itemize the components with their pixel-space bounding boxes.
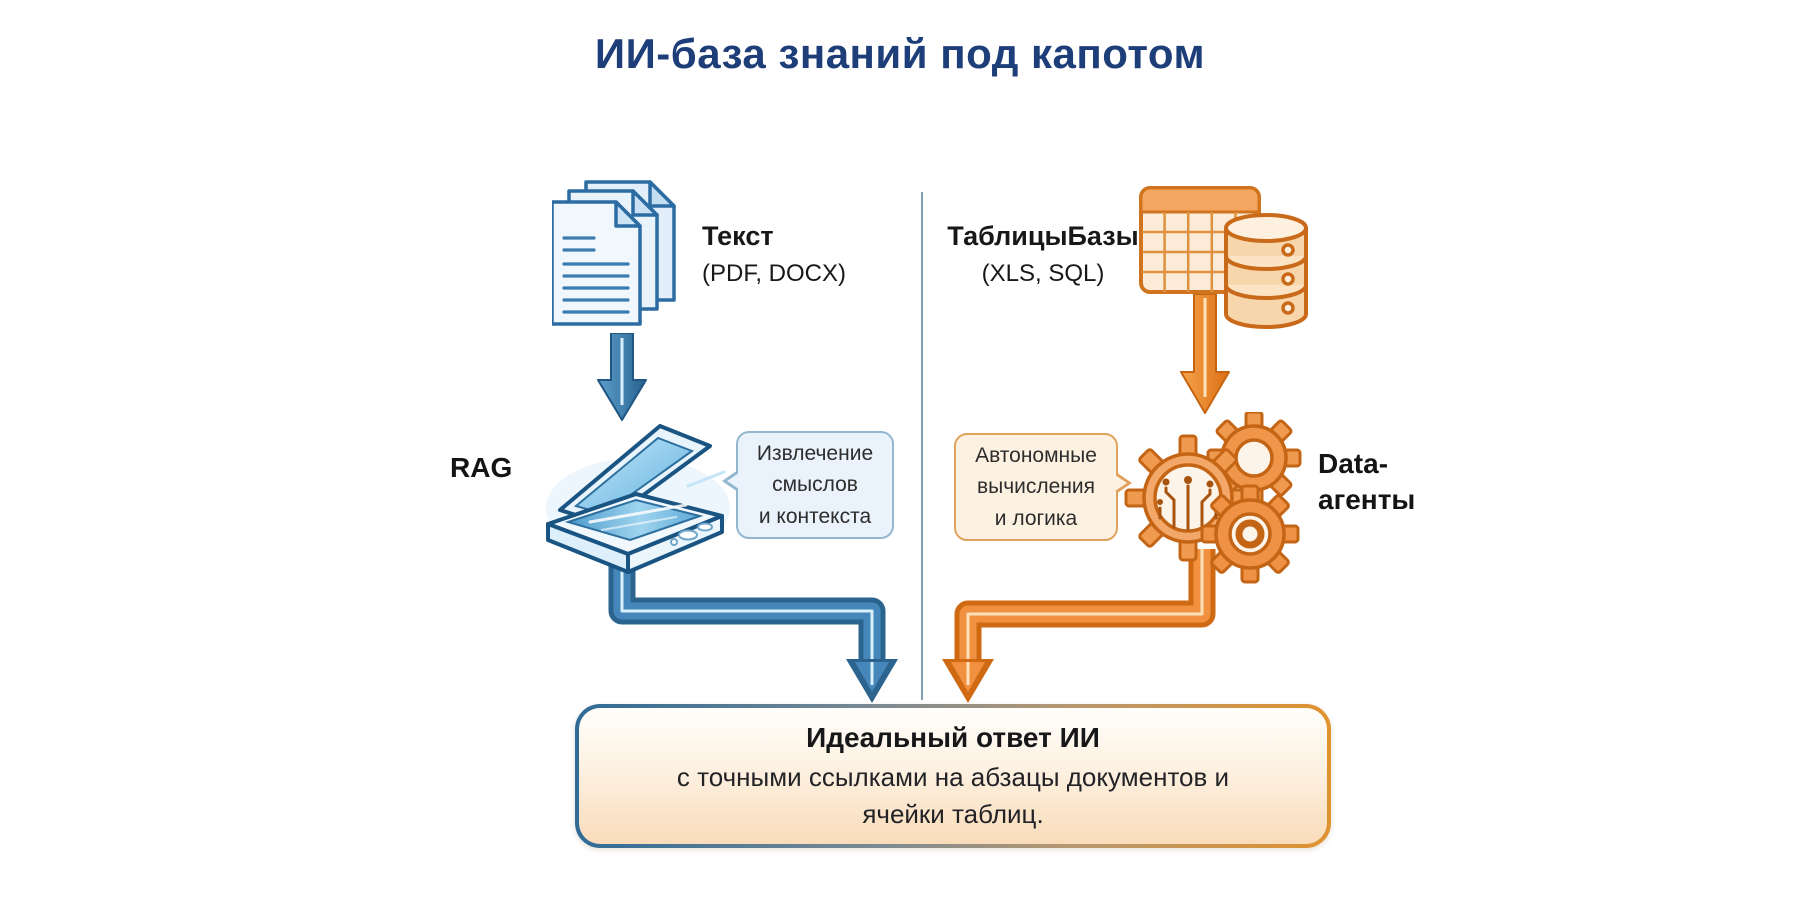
bubble-line: Извлечение [756,441,874,465]
result-line: с точными ссылками на абзацы документов … [676,761,1230,792]
bubble-line: смыслов [772,473,858,497]
bubble-line: и контекста [758,504,872,528]
result-box-inner: Идеальный ответ ИИ с точными ссылками на… [579,708,1327,844]
text-source-label: Текст (PDF, DOCX) [702,220,846,290]
rag-label: RAG [450,452,513,483]
computation-bubble: Автономные вычисления и логика [954,433,1132,541]
diagram-title: ИИ-база знаний под капотом [594,30,1206,77]
data-agents-label: Data- агенты [1318,446,1415,519]
gears-circuit-icon [1124,412,1302,584]
bubble-line: Автономные [975,443,1097,467]
data-agents-line: агенты [1318,484,1416,516]
down-arrow-orange-icon [1180,294,1230,414]
divider-line [921,192,923,700]
text-source-title: Текст [702,221,774,251]
result-box: Идеальный ответ ИИ с точными ссылками на… [575,704,1331,848]
text-source-subtitle: (PDF, DOCX) [702,259,846,287]
scanner-icon [546,424,730,574]
documents-stack-icon [552,180,676,326]
tables-source-label: ТаблицыБазы (XLS, SQL) [945,220,1141,290]
data-agents-line: Data- [1318,448,1389,479]
table-database-icon [1139,186,1308,329]
extraction-bubble: Извлечение смыслов и контекста [722,431,894,539]
gear-small-bottom [1200,484,1300,584]
database-icon [1224,213,1308,329]
elbow-arrow-blue-icon [608,549,898,703]
bubble-line: вычисления [976,475,1096,499]
down-arrow-blue-icon [597,333,647,421]
bubble-pointer [1115,475,1127,491]
result-line: ячейки таблиц. [862,799,1044,830]
tables-source-subtitle: (XLS, SQL) [981,259,1105,287]
result-title: Идеальный ответ ИИ [806,722,1100,754]
elbow-arrow-orange-icon [942,549,1216,703]
tables-source-title: ТаблицыБазы [947,221,1139,251]
bubble-line: и логика [994,506,1078,530]
bubble-pointer [727,473,739,489]
